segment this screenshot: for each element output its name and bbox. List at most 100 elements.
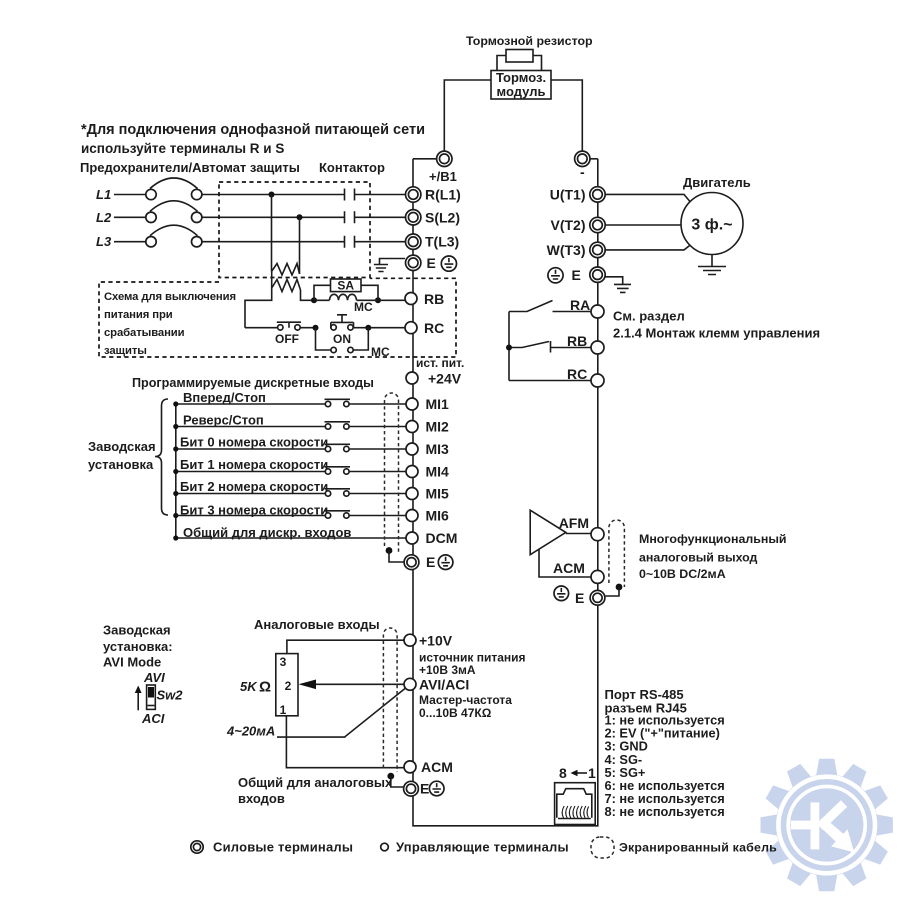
svg-text:питания при: питания при <box>104 309 173 321</box>
svg-text:См. раздел: См. раздел <box>613 309 685 324</box>
svg-text:источник питания: источник питания <box>419 651 526 665</box>
svg-text:ист. пит.: ист. пит. <box>416 356 464 370</box>
svg-text:MI3: MI3 <box>426 441 450 457</box>
svg-text:4~20мА: 4~20мА <box>226 724 275 739</box>
svg-text:разъем RJ45: разъем RJ45 <box>605 701 687 716</box>
svg-text:2.1.4 Монтаж клемм управления: 2.1.4 Монтаж клемм управления <box>613 326 820 341</box>
svg-text:Тормоз.: Тормоз. <box>496 70 546 85</box>
svg-text:MC: MC <box>371 345 390 359</box>
svg-text:7: не используется: 7: не используется <box>605 791 725 806</box>
svg-text:V(T2): V(T2) <box>551 217 586 233</box>
svg-text:0~10В DC/2мА: 0~10В DC/2мА <box>639 567 726 581</box>
svg-text:ACI: ACI <box>141 711 165 726</box>
svg-text:Бит 2 номера скорости: Бит 2 номера скорости <box>180 479 328 494</box>
svg-text:SA: SA <box>337 279 354 293</box>
svg-text:RB: RB <box>567 333 587 349</box>
svg-text:E: E <box>426 554 435 570</box>
svg-text:*Для подключения однофазной пи: *Для подключения однофазной питающей сет… <box>81 122 425 138</box>
svg-text:AFM: AFM <box>559 515 589 531</box>
svg-text:+10В 3мА: +10В 3мА <box>419 663 476 677</box>
svg-text:S(L2): S(L2) <box>425 209 460 225</box>
svg-text:MC: MC <box>354 300 373 314</box>
svg-text:Предохранители/Автомат защиты: Предохранители/Автомат защиты <box>80 160 300 175</box>
svg-text:Программируемые дискретные вхо: Программируемые дискретные входы <box>132 376 374 390</box>
svg-text:установка:: установка: <box>103 639 173 654</box>
svg-text:R(L1): R(L1) <box>425 187 461 203</box>
svg-text:5: SG+: 5: SG+ <box>605 765 646 780</box>
svg-text:Общий для аналоговых: Общий для аналоговых <box>238 775 393 790</box>
svg-text:срабатывании: срабатывании <box>104 327 185 339</box>
svg-text:L1: L1 <box>96 187 111 202</box>
svg-text:Заводская: Заводская <box>88 439 156 454</box>
svg-text:8: 8 <box>559 765 567 781</box>
svg-text:8: не используется: 8: не используется <box>605 804 725 819</box>
svg-text:Экранированный кабель: Экранированный кабель <box>619 841 777 855</box>
svg-text:Бит 1 номера скорости: Бит 1 номера скорости <box>180 457 328 472</box>
svg-text:+10V: +10V <box>419 633 453 649</box>
svg-text:+24V: +24V <box>428 371 462 387</box>
svg-text:защиты: защиты <box>104 345 147 357</box>
svg-text:U(T1): U(T1) <box>550 186 586 202</box>
svg-text:Силовые терминалы: Силовые терминалы <box>213 840 353 855</box>
svg-text:Двигатель: Двигатель <box>683 175 751 190</box>
svg-text:модуль: модуль <box>497 84 546 99</box>
svg-text:4: SG-: 4: SG- <box>605 752 643 767</box>
svg-text:T(L3): T(L3) <box>425 234 459 250</box>
svg-text:Схема для выключения: Схема для выключения <box>104 291 236 303</box>
svg-text:3: 3 <box>280 655 287 669</box>
svg-text:2: 2 <box>285 679 292 693</box>
svg-text:RC: RC <box>567 366 587 382</box>
svg-text:Контактор: Контактор <box>319 160 385 175</box>
svg-text:аналоговый выход: аналоговый выход <box>639 551 758 565</box>
svg-text:ACM: ACM <box>421 759 453 775</box>
svg-text:E: E <box>572 267 581 283</box>
svg-text:Общий для дискр. входов: Общий для дискр. входов <box>183 525 351 540</box>
svg-text:установка: установка <box>88 457 154 472</box>
svg-text:5K: 5K <box>240 679 258 694</box>
svg-text:-: - <box>580 164 585 180</box>
svg-text:2: EV ("+"питание): 2: EV ("+"питание) <box>605 726 720 741</box>
svg-text:1: не используется: 1: не используется <box>605 713 725 728</box>
svg-text:входов: входов <box>238 791 285 806</box>
svg-text:RB: RB <box>424 291 444 307</box>
svg-text:Sw2: Sw2 <box>157 688 184 703</box>
svg-text:Бит 0 номера скорости: Бит 0 номера скорости <box>180 435 328 450</box>
svg-text:Управляющие терминалы: Управляющие терминалы <box>396 840 569 855</box>
svg-text:RC: RC <box>424 320 444 336</box>
svg-text:Порт RS-485: Порт RS-485 <box>605 687 684 702</box>
svg-text:Аналоговые входы: Аналоговые входы <box>254 617 380 632</box>
svg-text:0...10В 47КΩ: 0...10В 47КΩ <box>419 706 492 720</box>
svg-text:AVI: AVI <box>143 670 165 685</box>
svg-text:E: E <box>420 781 429 797</box>
svg-text:ACM: ACM <box>553 560 585 576</box>
svg-text:Реверс/Стоп: Реверс/Стоп <box>183 413 264 428</box>
svg-text:Многофункциональный: Многофункциональный <box>639 532 787 546</box>
svg-text:MI6: MI6 <box>426 508 450 524</box>
svg-text:Бит 3 номера скорости: Бит 3 номера скорости <box>180 503 328 518</box>
svg-text:1: 1 <box>588 765 596 781</box>
svg-text:6: не используется: 6: не используется <box>605 778 725 793</box>
svg-text:DCM: DCM <box>426 530 458 546</box>
svg-text:MI1: MI1 <box>426 396 450 412</box>
svg-text:Ω: Ω <box>259 679 271 696</box>
svg-text:W(T3): W(T3) <box>547 242 586 258</box>
svg-text:ON: ON <box>333 332 351 346</box>
svg-text:MI5: MI5 <box>426 486 450 502</box>
svg-text:MI2: MI2 <box>426 419 450 435</box>
svg-text:RA: RA <box>570 297 590 313</box>
svg-text:Тормозной резистор: Тормозной резистор <box>466 34 593 48</box>
svg-text:OFF: OFF <box>275 332 299 346</box>
svg-text:L3: L3 <box>96 234 112 249</box>
svg-text:используйте терминалы R и S: используйте терминалы R и S <box>81 141 284 156</box>
svg-text:Заводская: Заводская <box>103 623 171 638</box>
svg-text:E: E <box>575 590 584 606</box>
svg-text:L2: L2 <box>96 210 112 225</box>
svg-text:+/B1: +/B1 <box>429 169 457 184</box>
svg-text:3: GND: 3: GND <box>605 739 648 754</box>
svg-text:3 ф.~: 3 ф.~ <box>691 217 732 234</box>
svg-text:Вперед/Стоп: Вперед/Стоп <box>183 390 266 405</box>
svg-text:1: 1 <box>280 703 287 717</box>
svg-text:MI4: MI4 <box>426 464 450 480</box>
svg-text:AVI Mode: AVI Mode <box>103 655 161 670</box>
svg-text:E: E <box>427 255 436 271</box>
